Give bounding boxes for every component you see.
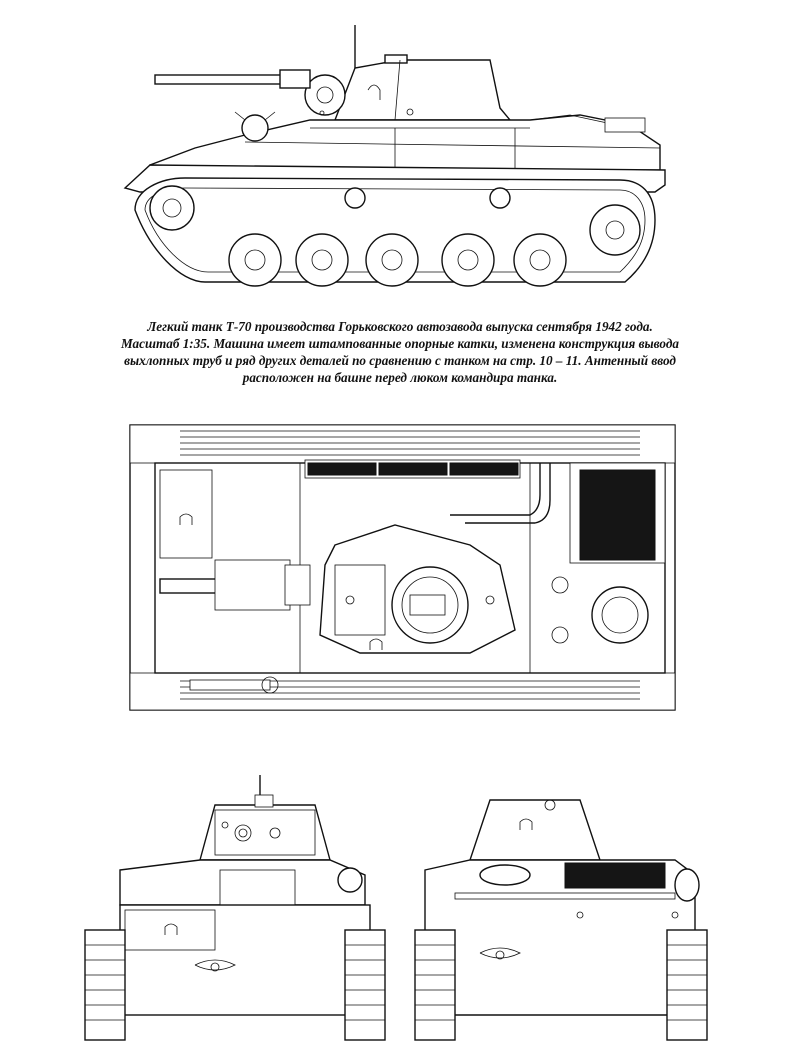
headlight (241, 114, 269, 142)
side-view-drawing (123, 25, 666, 287)
driver-hatch-front (219, 869, 296, 911)
left-track (84, 929, 126, 1041)
caption-line-2: Масштаб 1:35. Машина имеет штампованные … (121, 336, 679, 351)
main-gun-barrel (154, 74, 291, 85)
fuel-cap (591, 586, 649, 644)
caption-line-3: выхлопных труб и ряд других деталей по с… (124, 353, 676, 368)
idler-wheel (589, 204, 641, 256)
figure-caption: Легкий танк Т-70 производства Горьковско… (40, 318, 760, 386)
exhaust-cylinder (674, 868, 700, 902)
gun-mantlet (304, 74, 346, 116)
rear-grille (564, 862, 666, 889)
right-track (344, 929, 386, 1041)
return-roller (489, 187, 511, 209)
top-view-drawing (129, 424, 676, 711)
left-track-rear (414, 929, 456, 1041)
fuel-cap-rear (479, 864, 531, 886)
mantlet-front (214, 809, 316, 856)
right-track-rear (666, 929, 708, 1041)
commander-hatch (384, 54, 408, 64)
drive-sprocket (149, 185, 195, 231)
exhaust-box (604, 117, 646, 133)
front-view-drawing (84, 775, 386, 1041)
right-fender (129, 672, 676, 711)
caption-line-1: Легкий танк Т-70 производства Горьковско… (147, 319, 653, 334)
radiator-fins (579, 469, 656, 561)
rear-view-drawing (414, 799, 708, 1041)
return-roller (344, 187, 366, 209)
road-wheels (228, 233, 567, 287)
turret-rear (469, 799, 601, 861)
caption-line-4: расположен на башне перед люком командир… (242, 370, 558, 385)
headlight-front (337, 867, 363, 893)
turret (333, 59, 512, 121)
exhaust-pipe (450, 463, 541, 516)
